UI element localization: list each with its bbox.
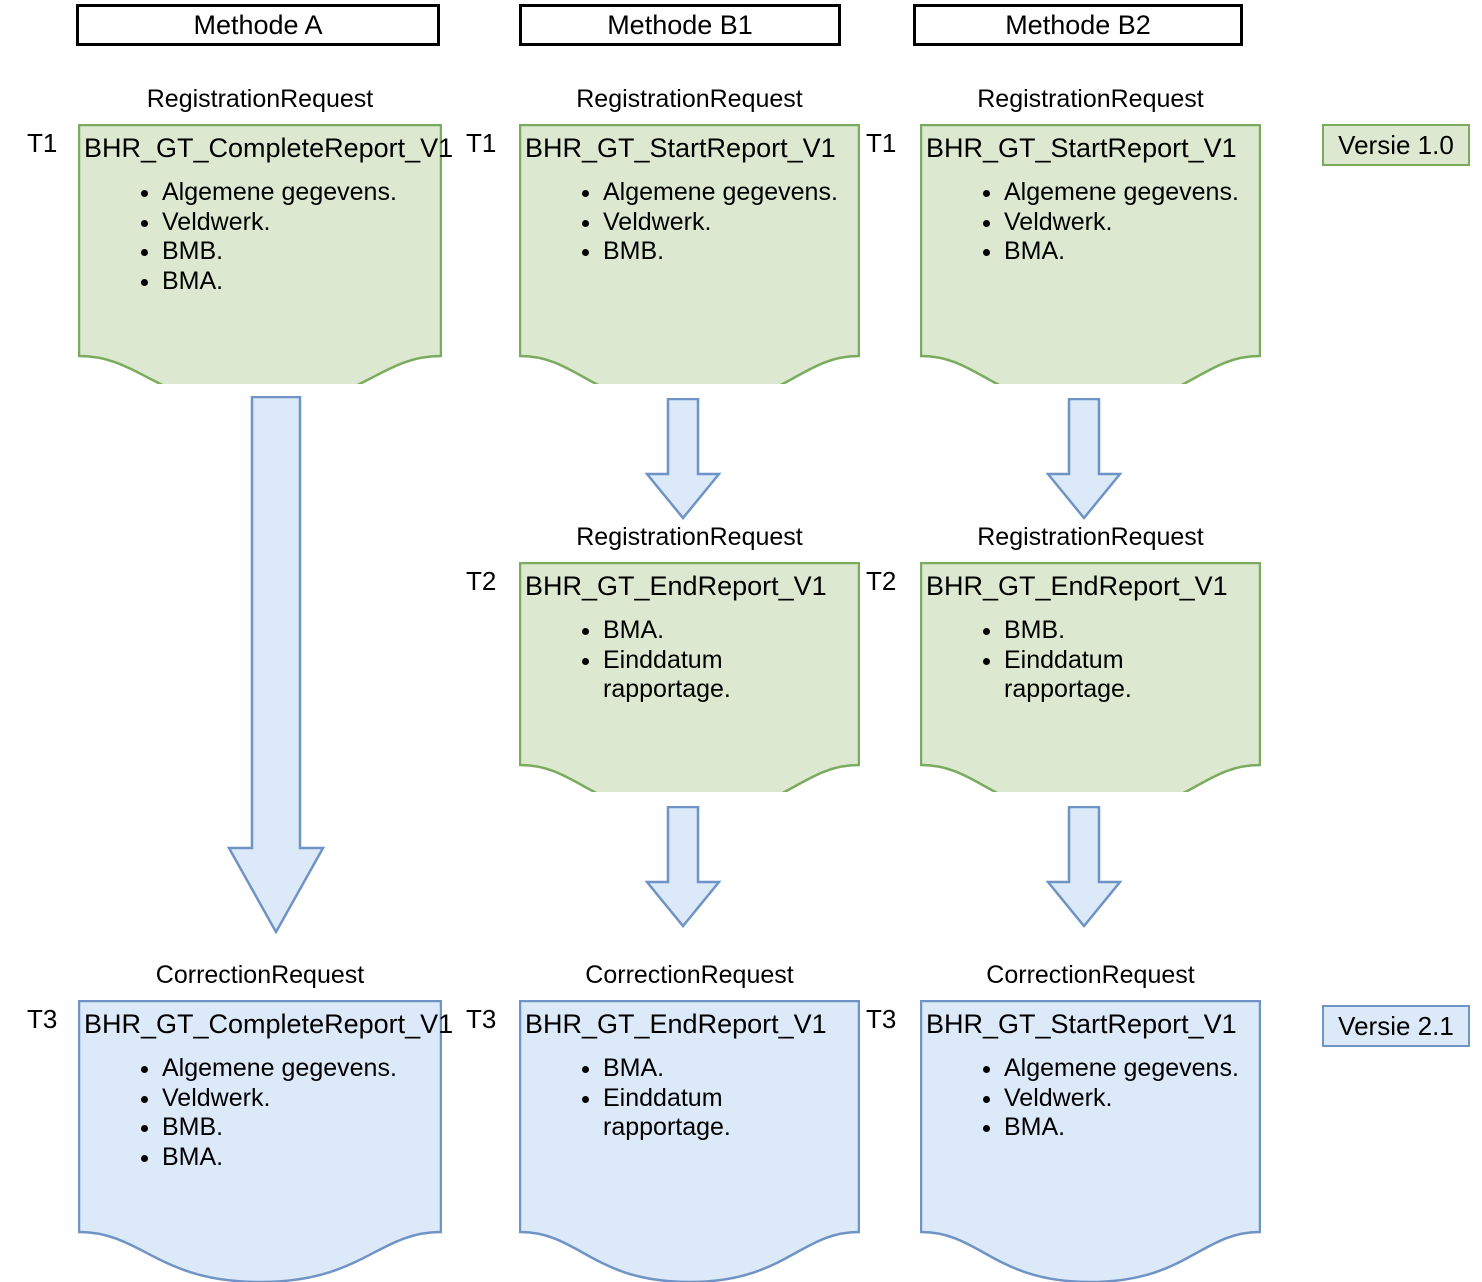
document-b1-t2-list: BMA. Einddatum rapportage.	[575, 616, 853, 705]
document-b1-t3[interactable]: CorrectionRequest BHR_GT_EndReport_V1 BM…	[519, 963, 860, 1282]
legend-chip-versie-1-0-label: Versie 1.0	[1338, 130, 1454, 160]
list-item: Algemene gegevens.	[1004, 178, 1239, 208]
document-b2-t3-caption: CorrectionRequest	[986, 961, 1195, 989]
document-shape-green	[519, 124, 860, 384]
time-label-b1-t2-right: T2	[866, 566, 897, 596]
document-b1-t2-title: BHR_GT_EndReport_V1	[525, 571, 827, 601]
list-item: BMA.	[1004, 1113, 1239, 1143]
document-b1-t1[interactable]: RegistrationRequest BHR_GT_StartReport_V…	[519, 87, 860, 384]
time-label-a-t3: T3	[27, 1004, 58, 1034]
list-item: Algemene gegevens.	[162, 178, 397, 208]
document-a-t1[interactable]: RegistrationRequest BHR_GT_CompleteRepor…	[78, 87, 453, 384]
list-item: BMB.	[1004, 616, 1254, 646]
document-shape-green	[78, 124, 442, 384]
list-item: BMA.	[603, 616, 853, 646]
document-b2-t3-list: Algemene gegevens. Veldwerk. BMA.	[976, 1054, 1239, 1143]
document-b1-t1-title: BHR_GT_StartReport_V1	[525, 133, 836, 163]
document-a-t1-title: BHR_GT_CompleteReport_V1	[84, 133, 454, 163]
arrow-b2-t2-to-t3	[1046, 806, 1122, 928]
list-item: Algemene gegevens.	[162, 1054, 397, 1084]
time-label-b1-t2-left: T2	[466, 566, 497, 596]
time-label-b1-t3-right: T3	[866, 1004, 897, 1034]
document-a-t3-caption: CorrectionRequest	[155, 961, 365, 989]
document-a-t3-title: BHR_GT_CompleteReport_V1	[84, 1009, 454, 1039]
document-b1-t1-caption: RegistrationRequest	[576, 85, 803, 113]
list-item: BMA.	[1004, 237, 1239, 267]
document-b2-t2[interactable]: RegistrationRequest BHR_GT_EndReport_V1 …	[920, 525, 1261, 792]
method-header-a: Methode A	[76, 4, 440, 46]
list-item: BMA.	[162, 1143, 397, 1173]
document-b1-t3-caption: CorrectionRequest	[585, 961, 794, 989]
document-a-t1-list: Algemene gegevens. Veldwerk. BMB. BMA.	[134, 178, 397, 296]
list-item: Algemene gegevens.	[1004, 1054, 1239, 1084]
method-header-a-label: Methode A	[193, 9, 323, 40]
document-b2-t1-title: BHR_GT_StartReport_V1	[926, 133, 1237, 163]
document-b1-t2-caption: RegistrationRequest	[576, 523, 803, 551]
document-b1-t1-list: Algemene gegevens. Veldwerk. BMB.	[575, 178, 838, 267]
list-item: Einddatum rapportage.	[603, 646, 853, 705]
method-header-b1-label: Methode B1	[607, 9, 753, 40]
list-item: Einddatum rapportage.	[603, 1084, 853, 1143]
list-item: BMB.	[162, 237, 397, 267]
time-label-b1-t1-right: T1	[866, 128, 897, 158]
arrow-b1-t2-to-t3	[645, 806, 721, 928]
document-b2-t2-caption: RegistrationRequest	[977, 523, 1204, 551]
list-item: Veldwerk.	[1004, 208, 1239, 238]
list-item: Veldwerk.	[1004, 1084, 1239, 1114]
list-item: BMB.	[603, 237, 838, 267]
document-b2-t1[interactable]: RegistrationRequest BHR_GT_StartReport_V…	[920, 87, 1261, 384]
document-b1-t2[interactable]: RegistrationRequest BHR_GT_EndReport_V1 …	[519, 525, 860, 792]
document-b2-t1-list: Algemene gegevens. Veldwerk. BMA.	[976, 178, 1239, 267]
document-b2-t2-list: BMB. Einddatum rapportage.	[976, 616, 1254, 705]
document-a-t1-caption: RegistrationRequest	[146, 85, 374, 113]
document-shape-green	[920, 562, 1261, 792]
method-header-b2: Methode B2	[913, 4, 1243, 46]
list-item: Algemene gegevens.	[603, 178, 838, 208]
document-b2-t1-caption: RegistrationRequest	[977, 85, 1204, 113]
arrow-b1-t1-to-t2	[645, 398, 721, 520]
time-label-a-t1: T1	[27, 128, 58, 158]
legend-chip-versie-2-1-label: Versie 2.1	[1338, 1011, 1454, 1041]
method-header-b2-label: Methode B2	[1005, 9, 1151, 40]
list-item: BMB.	[162, 1113, 397, 1143]
time-label-b1-t1-left: T1	[466, 128, 497, 158]
list-item: Veldwerk.	[162, 1084, 397, 1114]
document-b1-t3-list: BMA. Einddatum rapportage.	[575, 1054, 853, 1143]
arrow-a-t1-to-t3	[227, 396, 325, 934]
method-header-b1: Methode B1	[519, 4, 841, 46]
list-item: Veldwerk.	[603, 208, 838, 238]
document-b2-t2-title: BHR_GT_EndReport_V1	[926, 571, 1228, 601]
list-item: BMA.	[162, 267, 397, 297]
document-b2-t3[interactable]: CorrectionRequest BHR_GT_StartReport_V1 …	[920, 963, 1261, 1282]
list-item: BMA.	[603, 1054, 853, 1084]
document-shape-green	[519, 562, 860, 792]
time-label-b1-t3-left: T3	[466, 1004, 497, 1034]
document-b2-t3-title: BHR_GT_StartReport_V1	[926, 1009, 1237, 1039]
list-item: Einddatum rapportage.	[1004, 646, 1254, 705]
legend-chip-versie-2-1: Versie 2.1	[1322, 1005, 1470, 1047]
list-item: Veldwerk.	[162, 208, 397, 238]
document-shape-green	[920, 124, 1261, 384]
document-b1-t3-title: BHR_GT_EndReport_V1	[525, 1009, 827, 1039]
document-a-t3-list: Algemene gegevens. Veldwerk. BMB. BMA.	[134, 1054, 397, 1172]
arrow-b2-t1-to-t2	[1046, 398, 1122, 520]
legend-chip-versie-1-0: Versie 1.0	[1322, 124, 1470, 166]
document-a-t3[interactable]: CorrectionRequest BHR_GT_CompleteReport_…	[78, 963, 453, 1282]
